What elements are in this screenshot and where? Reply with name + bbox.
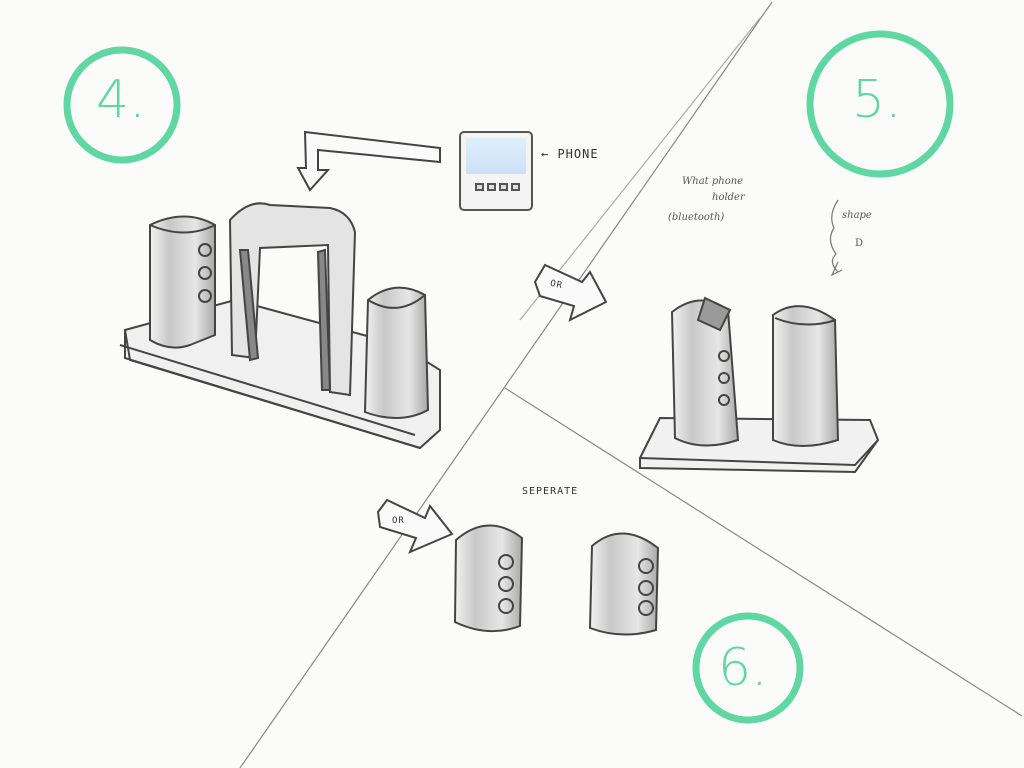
speakers-sketch-6 xyxy=(453,524,660,636)
step-number-5: 5. xyxy=(852,70,902,130)
circle-4 xyxy=(63,46,181,164)
step-number-6: 6. xyxy=(718,638,768,698)
divider-lines xyxy=(239,1,1023,768)
down-arrow xyxy=(296,130,441,192)
circle-6 xyxy=(692,612,804,724)
dock-sketch-5 xyxy=(639,296,880,474)
phone-sketch xyxy=(459,131,533,211)
note-line-3: (bluetooth) xyxy=(668,212,725,223)
step-number-4: 4. xyxy=(96,70,146,130)
shape-bubble xyxy=(829,199,843,277)
note-line-2: holder xyxy=(712,192,745,203)
step-circles xyxy=(63,30,954,724)
note-line-1: What phone xyxy=(682,176,744,187)
shape-label: shape xyxy=(842,210,872,221)
circle-5 xyxy=(806,30,954,178)
or-arrow-upper xyxy=(533,263,608,322)
shape-letter: D xyxy=(855,238,864,249)
or-arrow-lower xyxy=(376,498,454,554)
phone-label: ← PHONE xyxy=(541,147,599,161)
separate-label: SEPERATE xyxy=(522,486,579,497)
or-label-lower: OR xyxy=(392,516,405,526)
dock-sketch-4 xyxy=(119,130,441,450)
